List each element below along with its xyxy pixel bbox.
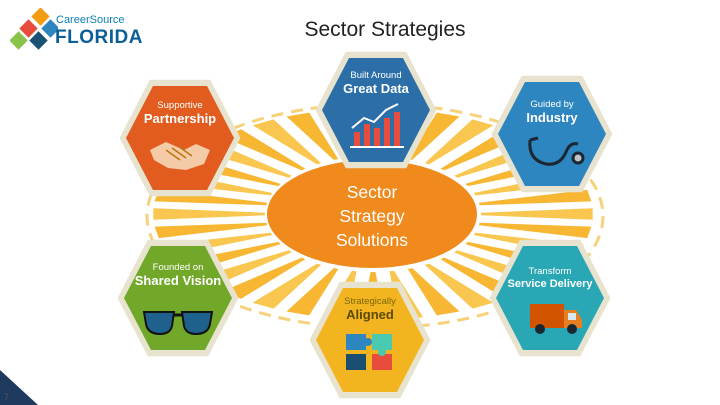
hex-vision-main: Shared Vision [135, 273, 222, 288]
careersource-logo [9, 7, 140, 58]
center-line-1: Sector [347, 182, 398, 202]
hex-vision-top: Founded on [153, 262, 204, 273]
corner-accent [0, 370, 38, 405]
bar-chart-icon [350, 103, 404, 148]
hex-partnership-top: Supportive [157, 100, 202, 111]
handshake-icon [150, 142, 210, 170]
hex-industry-main: Industry [526, 110, 578, 125]
delivery-truck-icon [530, 304, 582, 334]
sun-ray [424, 119, 494, 165]
center-line-2: Strategy [339, 206, 404, 226]
sun-ray [407, 112, 460, 160]
sun-ray [286, 268, 339, 316]
hex-partnership: Supportive Partnership [119, 79, 241, 197]
hex-shared-vision: Founded on Shared Vision [117, 239, 239, 357]
stethoscope-icon [528, 136, 585, 166]
hex-aligned-main: Aligned [346, 307, 394, 322]
hex-service-delivery: Transform Service Delivery [489, 239, 611, 357]
hex-industry: Guided by Industry [491, 75, 613, 193]
sun-ray [252, 263, 322, 309]
sun-ray [252, 119, 322, 165]
puzzle-icon [346, 334, 392, 370]
logo-mark-icon [9, 7, 60, 50]
logo-text-careersource: CareerSource [56, 14, 125, 26]
hex-partnership-main: Partnership [144, 111, 216, 126]
sun-ray [481, 208, 593, 220]
sun-ray [286, 112, 339, 160]
sun-ray [154, 222, 268, 239]
sun-ray [407, 268, 460, 316]
hex-delivery-top: Transform [529, 266, 572, 277]
center-ellipse [267, 160, 477, 268]
sunglasses-icon [142, 311, 214, 336]
page-number: 7 [4, 392, 10, 402]
sun-ray [153, 208, 265, 220]
sun-ray [478, 222, 592, 239]
logo-text-florida: FLORIDA [55, 27, 143, 48]
sun-ray [222, 257, 306, 299]
page-title: Sector Strategies [304, 18, 466, 41]
hex-great-data: Built Around Great Data [315, 51, 437, 169]
sun-ray [478, 189, 592, 206]
sun-ray [222, 129, 306, 171]
hex-aligned: Strategically Aligned [309, 281, 431, 399]
hex-great-data-top: Built Around [350, 70, 401, 81]
hex-delivery-main: Service Delivery [507, 278, 593, 290]
hex-industry-top: Guided by [530, 99, 574, 110]
sun-ray [424, 263, 494, 309]
center-line-3: Solutions [336, 230, 408, 250]
hex-aligned-top: Strategically [344, 296, 396, 307]
hex-great-data-main: Great Data [343, 81, 410, 96]
